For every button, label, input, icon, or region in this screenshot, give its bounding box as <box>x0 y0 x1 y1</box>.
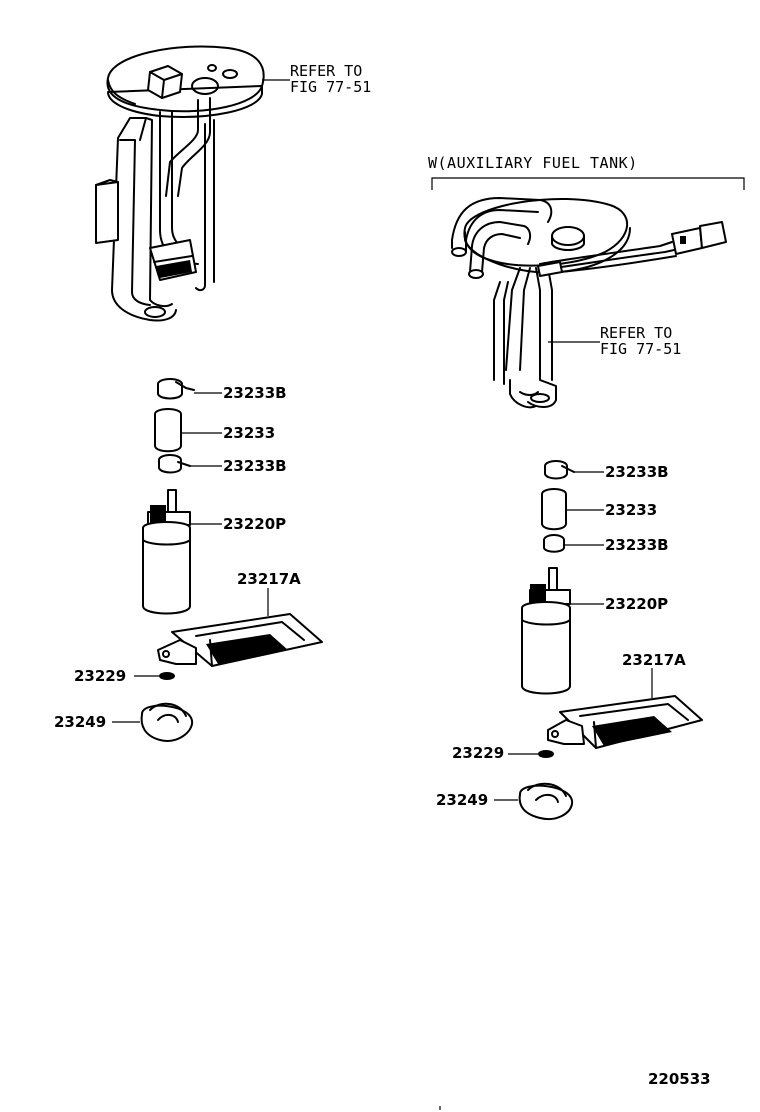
right-label-filter: 23217A <box>622 651 686 669</box>
left-label-cushion: 23249 <box>54 713 107 731</box>
right-clamp-top <box>544 460 604 480</box>
right-label-pump: 23220P <box>605 595 669 613</box>
right-assembly-header: W(AUXILIARY FUEL TANK) <box>428 154 638 172</box>
right-refer-line2: FIG 77-51 <box>600 340 682 358</box>
right-washer <box>508 750 554 758</box>
left-fuel-pump <box>142 489 222 615</box>
right-hose <box>541 488 604 531</box>
left-refer-line2: FIG 77-51 <box>290 78 372 96</box>
left-clamp-bottom <box>158 454 222 474</box>
right-label-cushion: 23249 <box>436 791 489 809</box>
left-label-pump: 23220P <box>223 515 287 533</box>
left-hose <box>154 408 222 453</box>
right-fuel-pump <box>521 567 604 695</box>
left-label-hose: 23233 <box>223 424 276 442</box>
left-cushion <box>112 702 194 742</box>
left-refer-line1: REFER TO <box>290 62 363 80</box>
right-label-washer: 23229 <box>452 744 505 762</box>
diagram-id: 220533 <box>648 1070 711 1088</box>
left-label-washer: 23229 <box>74 667 127 685</box>
left-washer <box>134 672 175 680</box>
left-label-clamp-bottom: 23233B <box>223 457 287 475</box>
right-label-hose: 23233 <box>605 501 658 519</box>
left-label-filter: 23217A <box>237 570 301 588</box>
right-refer-line1: REFER TO <box>600 324 673 342</box>
right-label-clamp-top: 23233B <box>605 463 669 481</box>
left-fuel-filter <box>157 588 323 667</box>
auxiliary-tank-bracket-line <box>431 177 745 190</box>
right-label-clamp-bottom: 23233B <box>605 536 669 554</box>
right-pump-bracket-assembly <box>451 197 727 409</box>
right-fuel-filter <box>547 668 703 749</box>
left-label-clamp-top: 23233B <box>223 384 287 402</box>
left-clamp-top <box>157 378 222 400</box>
left-pump-bracket-assembly <box>95 45 265 322</box>
right-cushion <box>494 782 573 820</box>
right-clamp-bottom <box>543 534 604 553</box>
